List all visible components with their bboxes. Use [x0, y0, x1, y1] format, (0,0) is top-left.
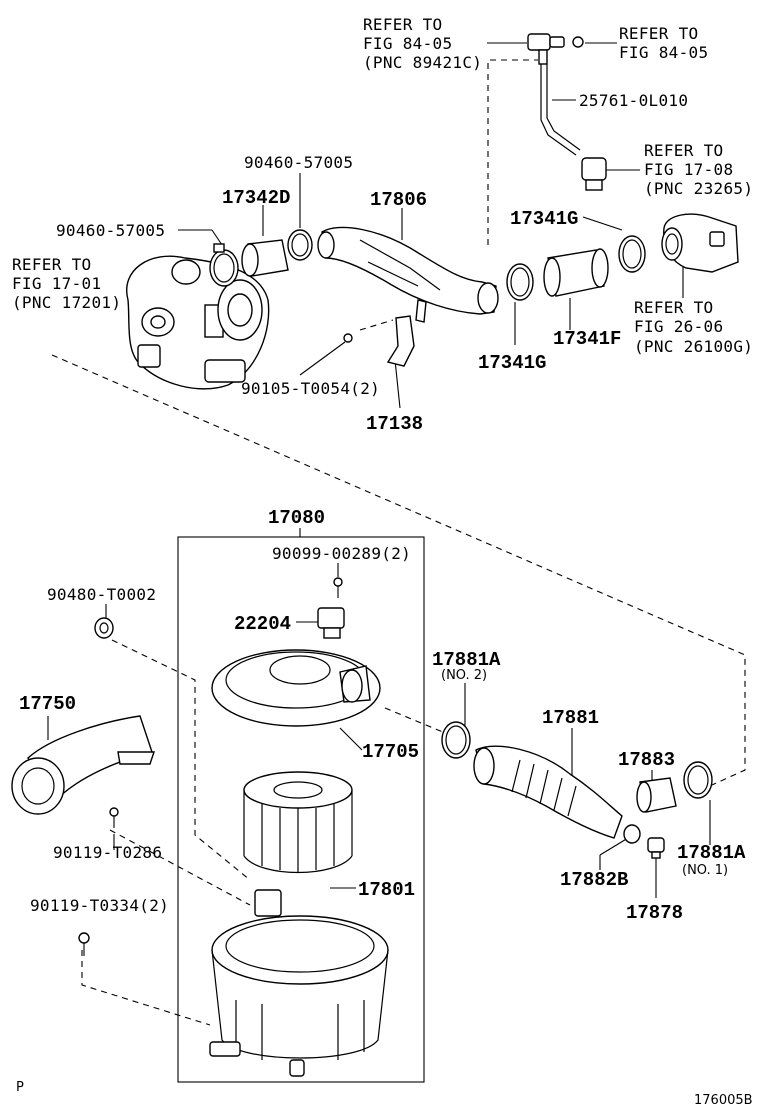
ref-17-08-line1: REFER TO [644, 141, 723, 160]
label-17883: 17883 [618, 749, 675, 771]
bolt-90119-t0334 [78, 932, 90, 956]
label-17341g-top: 17341G [510, 208, 578, 230]
label-25761: 25761-0L010 [579, 91, 688, 110]
air-cleaner-case-lower [209, 889, 389, 1077]
figure-code: 176005B [694, 1093, 753, 1108]
throttle-body [661, 213, 739, 273]
upper-hose-clamps [209, 229, 313, 287]
label-17881a-no1: 17881A [677, 842, 746, 864]
label-17705: 17705 [362, 741, 419, 763]
label-17881a-no2: 17881A [432, 649, 501, 671]
label-17882b: 17882B [560, 869, 628, 891]
label-90119-t0334: 90119-T0334(2) [30, 896, 169, 915]
ref-84-05-a-line3: (PNC 89421C) [363, 53, 482, 72]
label-17878: 17878 [626, 902, 683, 924]
ref-17-08-line3: (PNC 23265) [644, 179, 753, 198]
part-labels: REFER TO FIG 84-05 (PNC 89421C) REFER TO… [12, 15, 753, 1108]
label-17341f: 17341F [553, 328, 621, 350]
label-90460-left: 90460-57005 [56, 221, 165, 240]
ref-17-01-line2: FIG 17-01 [12, 274, 101, 293]
label-90105: 90105-T0054(2) [241, 379, 380, 398]
air-cleaner-cap-17705 [211, 649, 381, 727]
intake-pipe-17806 [317, 226, 499, 323]
turbocharger [126, 255, 270, 390]
bolt-90099 [333, 577, 343, 598]
label-17801: 17801 [358, 879, 415, 901]
ref-84-05-a-line1: REFER TO [363, 15, 442, 34]
label-90119-t0286: 90119-T0286 [53, 843, 162, 862]
filter-element-17801 [243, 771, 353, 874]
label-17341g-bottom: 17341G [478, 352, 546, 374]
corner-mark: P [16, 1080, 24, 1095]
ref-17-08-line2: FIG 17-08 [644, 160, 733, 179]
intake-hose-clamps-right [506, 235, 646, 301]
ref-84-05-a-line2: FIG 84-05 [363, 34, 452, 53]
hose-17883 [636, 777, 677, 813]
bracket-17138 [343, 315, 415, 367]
label-90480: 90480-T0002 [47, 585, 156, 604]
intake-hose-17881 [473, 745, 623, 839]
sensor-17878 [647, 837, 665, 859]
ref-26-06-line2: FIG 26-06 [634, 317, 723, 336]
label-17138: 17138 [366, 413, 423, 435]
label-17881: 17881 [542, 707, 599, 729]
dashed-assembly-lines [51, 59, 746, 1026]
label-17080: 17080 [268, 507, 325, 529]
air-cleaner-assembly-frame [177, 536, 425, 1083]
label-90460-top: 90460-57005 [244, 153, 353, 172]
note-no1: (NO. 1) [682, 863, 728, 878]
ref-17-01-line3: (PNC 17201) [12, 293, 121, 312]
airflow-meter-22204 [317, 607, 345, 639]
ref-26-06-line1: REFER TO [634, 298, 713, 317]
ref-17-01-line1: REFER TO [12, 255, 91, 274]
clamp-17881a-no2 [441, 721, 471, 759]
leader-lines [47, 42, 711, 898]
pressure-sensor-assembly [527, 33, 607, 191]
label-90099: 90099-00289(2) [272, 544, 411, 563]
label-17806: 17806 [370, 189, 427, 211]
clamp-17881a-no1 [683, 761, 713, 799]
o-ring-17882b [623, 824, 641, 844]
label-17750: 17750 [19, 693, 76, 715]
label-22204: 22204 [234, 613, 291, 635]
ref-26-06-line3: (PNC 26100G) [634, 337, 753, 356]
inlet-duct-17750 [11, 715, 155, 815]
bolt-90119-t0286 [109, 807, 119, 828]
note-no2: (NO. 2) [441, 668, 487, 683]
label-17342d: 17342D [222, 187, 290, 209]
ref-84-05-b-line1: REFER TO [619, 24, 698, 43]
grommet-90480 [94, 617, 114, 639]
ref-84-05-b-line2: FIG 84-05 [619, 43, 708, 62]
